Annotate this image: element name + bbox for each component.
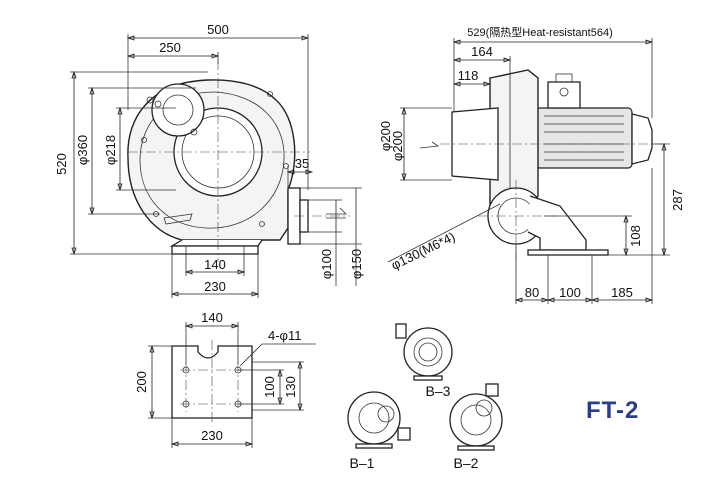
housing-inner-rim [139, 91, 285, 229]
dim-outlet-height: 108 [628, 225, 643, 247]
dim-center-height: 287 [670, 189, 685, 211]
bolt [267, 91, 273, 97]
motor-fan-cover [631, 113, 653, 165]
bolt [259, 221, 265, 227]
model-label: FT-2 [586, 397, 639, 424]
bolt [141, 137, 147, 143]
variant-label-b3: B–3 [426, 383, 451, 399]
variant-label-b2: B–2 [454, 455, 479, 471]
dim-plate-inner-b: 130 [283, 376, 298, 398]
dim-height-total: 520 [54, 153, 69, 175]
terminal-box [547, 81, 581, 109]
nameplate [163, 213, 193, 225]
terminal-box-lid [555, 73, 573, 83]
dim-base-c: 185 [611, 285, 633, 300]
airflow-arrow-side [419, 141, 440, 149]
dim-to-body: 118 [458, 68, 479, 83]
motor-body [535, 107, 633, 169]
variant-b2: B–2 [449, 383, 503, 471]
variant-b3: B–3 [395, 323, 453, 399]
junction-box [151, 83, 205, 137]
dim-base-b: 100 [559, 285, 581, 300]
base-plate-view: 140 4-φ11 200 100 130 230 [134, 310, 316, 448]
stand-base [527, 249, 609, 256]
variant-b1: B–1 [347, 391, 411, 471]
side-view: 529(隔热型Heat-resistant564) 164 118 φ200 φ… [378, 25, 685, 304]
bolt [190, 128, 198, 136]
dim-outlet-offset: 35 [295, 156, 309, 171]
dim-outlet-flange: φ130(M6*4) [389, 229, 458, 273]
base-plate [171, 245, 259, 255]
dim-base-outer: 230 [204, 279, 226, 294]
dim-plate-top: 140 [201, 310, 223, 325]
dim-outlet-d100: φ100 [319, 249, 334, 279]
dim-d218: φ218 [103, 135, 118, 165]
dim-base-inner: 140 [204, 257, 226, 272]
dim-plate-bottom: 230 [201, 428, 223, 443]
dim-base-a: 80 [525, 285, 539, 300]
dim-width-total: 500 [207, 22, 229, 37]
dim-width-inlet: 250 [159, 40, 181, 55]
front-view: 500 250 520 φ360 φ218 35 φ100 φ150 140 2… [54, 22, 364, 298]
dim-bolt-holes: 4-φ11 [268, 328, 301, 343]
dim-d360: φ360 [75, 135, 90, 165]
dim-length-total: 529(隔热型Heat-resistant564) [467, 25, 613, 39]
dim-d200-a: φ200 [378, 121, 393, 151]
stand [527, 195, 587, 251]
dim-plate-height: 200 [134, 371, 149, 393]
base-foot [169, 239, 263, 247]
inlet-cone [451, 107, 499, 181]
dim-plate-inner-a: 100 [262, 376, 277, 398]
dim-outlet-d150: φ150 [349, 249, 364, 279]
dim-to-flange: 164 [471, 44, 493, 59]
junction-box-inner [162, 94, 194, 126]
bolt [283, 163, 289, 169]
dim-d200-b: φ200 [390, 131, 405, 161]
bolt [146, 96, 154, 104]
variant-label-b1: B–1 [350, 455, 375, 471]
bolt [154, 100, 162, 108]
